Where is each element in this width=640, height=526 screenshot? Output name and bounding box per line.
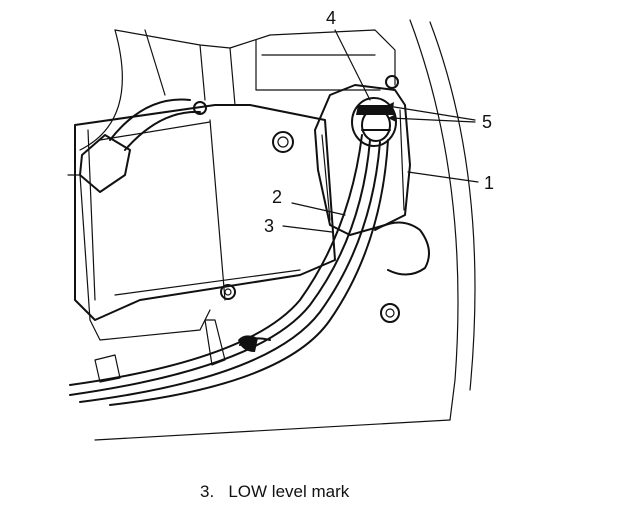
bolt-top (272, 131, 294, 153)
bolt-upper-left (193, 101, 207, 115)
leader-4 (334, 29, 371, 101)
callout-1: 1 (484, 173, 494, 193)
bolt-lower (220, 284, 236, 300)
leader-5b (389, 117, 476, 123)
reservoir-tank (314, 84, 430, 276)
vehicle-body-outline (79, 19, 476, 441)
connector-plug (79, 98, 201, 193)
callout-3: 3 (264, 216, 274, 236)
callout-labels: 4 5 1 2 3 (264, 8, 494, 236)
callout-4: 4 (326, 8, 336, 28)
bolts (193, 75, 400, 323)
callout-5: 5 (482, 112, 492, 132)
callout-2: 2 (272, 187, 282, 207)
callout-leaders (282, 29, 479, 233)
leader-1 (407, 171, 479, 183)
leader-3 (282, 225, 333, 233)
figure-caption: 3. LOW level mark (200, 482, 350, 501)
leader-5a (387, 105, 476, 121)
leader-2 (291, 202, 346, 216)
module-box (67, 104, 336, 341)
nut-right (380, 303, 400, 323)
hoses (69, 134, 389, 406)
bolt-top-right (385, 75, 399, 89)
lower-bracket (94, 319, 226, 383)
